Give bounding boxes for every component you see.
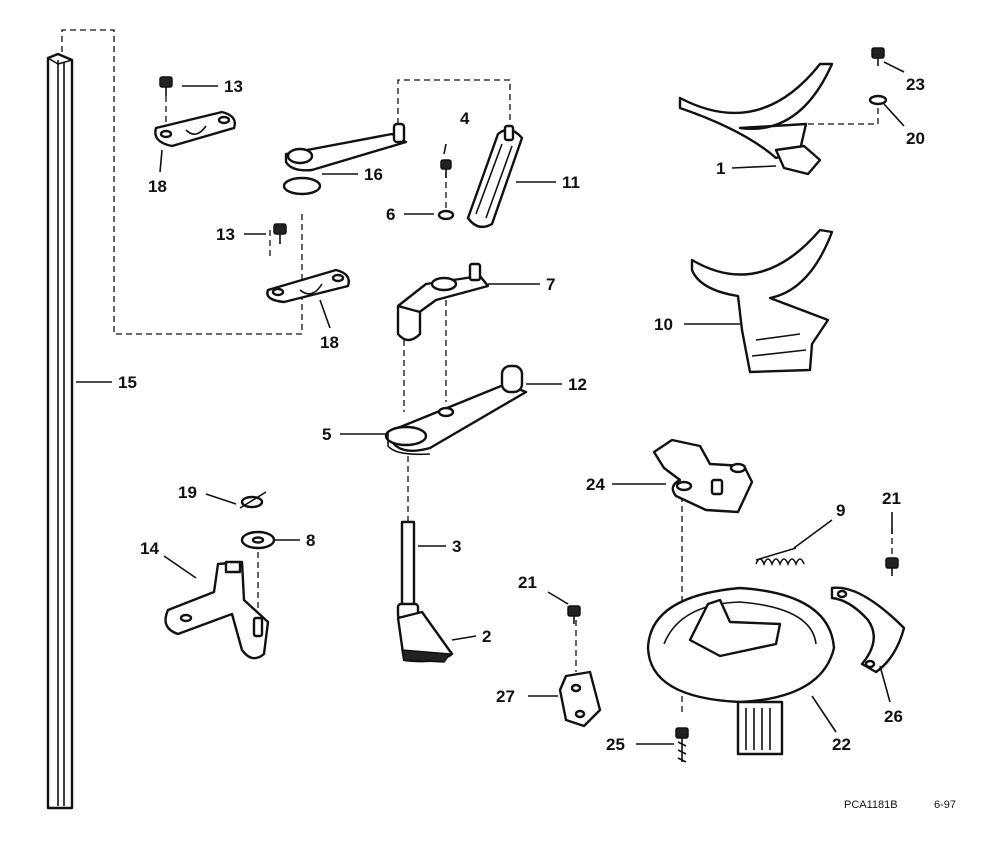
callout-18-upper: 18 [148, 177, 167, 196]
callout-6: 6 [386, 205, 395, 224]
part-22-base-ring [646, 586, 836, 756]
callout-20: 20 [906, 129, 925, 148]
callout-9: 9 [836, 501, 845, 520]
callout-18-lower: 18 [320, 333, 339, 352]
part-18-bracket-lower [266, 268, 350, 304]
leader-lines [76, 61, 905, 745]
callout-14: 14 [140, 539, 159, 558]
callout-12: 12 [568, 375, 587, 394]
part-25-screw [675, 727, 689, 763]
callout-4: 4 [460, 109, 470, 128]
part-3-shaft [396, 520, 420, 620]
callout-3: 3 [452, 537, 461, 556]
part-20-washer [868, 94, 888, 106]
part-10-mount [690, 228, 834, 374]
part-12-5-lever-arm [384, 364, 528, 456]
part-21-screw-right [885, 557, 899, 576]
part-4-screw [440, 159, 452, 178]
part-19-clip [239, 491, 267, 509]
callout-24: 24 [586, 475, 605, 494]
part-15-rod [46, 52, 74, 810]
part-7-lever [396, 262, 490, 342]
part-18-bracket-upper [154, 110, 236, 148]
callout-21-left: 21 [518, 573, 537, 592]
part-6-washer [437, 209, 455, 221]
callout-27: 27 [496, 687, 515, 706]
part-11-link [466, 124, 524, 229]
figure-code: PCA1181B [844, 799, 898, 811]
figure-reference: PCA1181B 6-97 [844, 799, 956, 811]
callout-2: 2 [482, 627, 491, 646]
part-24-switch [652, 438, 754, 514]
callout-19: 19 [178, 483, 197, 502]
callout-8: 8 [306, 531, 315, 550]
callout-13-lower: 13 [216, 225, 235, 244]
callout-26: 26 [884, 707, 903, 726]
callout-23: 23 [906, 75, 925, 94]
callout-1: 1 [716, 159, 725, 178]
part-13-screw-upper [159, 76, 173, 96]
callout-11: 11 [562, 173, 580, 192]
part-21-screw-left [567, 605, 581, 624]
part-16-crank-arm [282, 122, 408, 196]
part-26-bracket [830, 586, 906, 674]
callout-5: 5 [322, 425, 331, 444]
part-23-screw [871, 47, 885, 66]
callout-15: 15 [118, 373, 137, 392]
part-13-screw-lower [273, 223, 287, 244]
part-9-spring [755, 547, 805, 567]
callout-7: 7 [546, 275, 555, 294]
part-1-mount [678, 62, 834, 176]
callout-21-right: 21 [882, 489, 901, 508]
callout-16: 16 [364, 165, 383, 184]
figure-date: 6-97 [934, 799, 956, 811]
callout-22: 22 [832, 735, 851, 754]
part-14-bracket [164, 560, 270, 660]
part-8-washer [240, 530, 276, 550]
callout-13-upper: 13 [224, 77, 243, 96]
callout-labels: 13 13 18 18 16 4 6 11 7 12 5 3 2 15 19 8… [118, 75, 925, 754]
part-27-clamp [558, 670, 602, 728]
callout-10: 10 [654, 315, 673, 334]
callout-25: 25 [606, 735, 625, 754]
part-2-cam [396, 610, 454, 663]
